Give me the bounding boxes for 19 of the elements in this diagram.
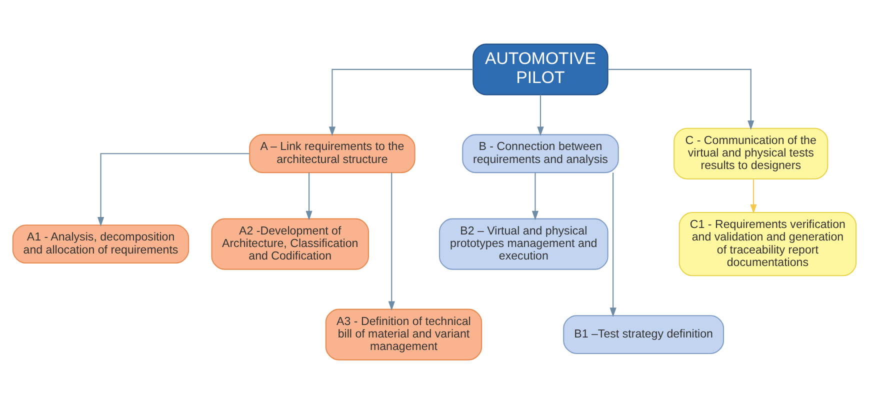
node-box: A3 - Definition of technical bill of material and variant management (325, 308, 482, 360)
node-box: A1 - Analysis, decomposition and allocation of requirements (12, 224, 190, 264)
arrow (328, 68, 474, 136)
arrow (610, 172, 616, 318)
arrow (97, 153, 250, 226)
node-box: C1 - Requirements verification and validation and generation of traceability report documentations (678, 212, 857, 276)
node-box: AUTOMOTIVE PILOT (472, 44, 608, 96)
node-box: B - Connection between requirements and analysis (462, 134, 619, 174)
arrow (750, 179, 757, 214)
arrow (608, 68, 754, 130)
node-box: A – Link requirements to the architectural structure (249, 134, 416, 174)
node-box: A2 -Development of Architecture, Classification and Codification (211, 218, 370, 270)
arrow (306, 172, 312, 220)
node-box: B2 – Virtual and physical prototypes management and execution (438, 218, 608, 270)
node-box: C - Communication of the virtual and physical tests results to designers (674, 128, 828, 180)
arrow (532, 172, 539, 220)
node-box: B1 –Test strategy definition (563, 315, 724, 354)
arrow (537, 94, 544, 136)
arrow (388, 172, 395, 311)
